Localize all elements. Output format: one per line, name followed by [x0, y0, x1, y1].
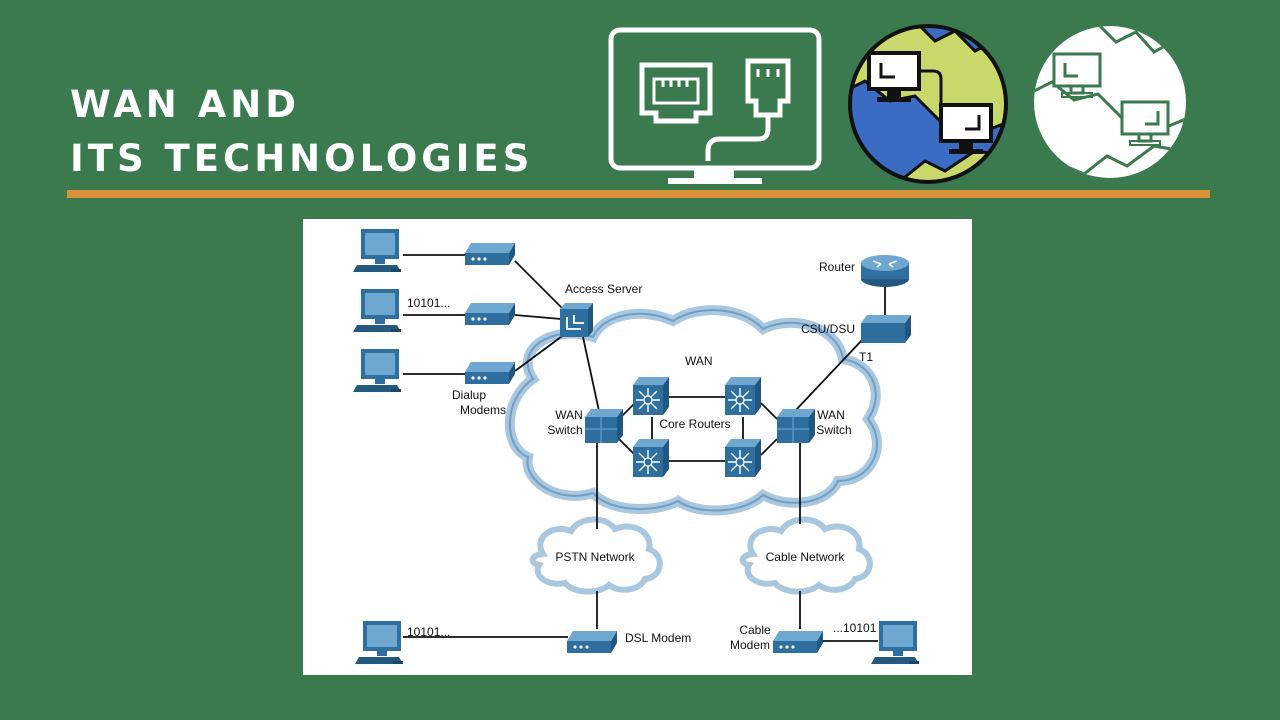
label-wan-switch-right-1: WAN — [817, 408, 845, 422]
label-cable-modem-1: Cable — [739, 623, 771, 637]
label-dialup-line1: Dialup — [452, 388, 486, 402]
dsl-modem-icon — [567, 631, 617, 653]
pc-top-icon — [353, 229, 401, 272]
label-t1: T1 — [859, 350, 873, 364]
cable-cloud — [739, 516, 873, 595]
pc-middle-icon — [353, 289, 401, 332]
pstn-cloud — [529, 516, 663, 595]
label-access-server: Access Server — [565, 282, 642, 296]
core-router-4-icon — [724, 438, 762, 478]
label-wan-switch-right-2: Switch — [816, 423, 851, 437]
network-links — [403, 254, 886, 642]
world-network-color-icon — [845, 21, 1011, 192]
access-server-icon — [560, 303, 593, 337]
title-underline — [67, 190, 1210, 198]
wan-switch-left-icon — [584, 408, 624, 444]
dialup-modem-3-icon — [465, 362, 515, 384]
title-line-2: ITS TECHNOLOGIES — [70, 137, 534, 180]
dialup-modem-2-icon — [465, 303, 515, 325]
pc-dsl-icon — [355, 621, 403, 664]
wan-switch-right-icon — [776, 408, 816, 444]
title-line-1: WAN AND — [70, 83, 300, 126]
core-router-3-icon — [632, 438, 670, 478]
label-cable-modem-2: Modem — [730, 638, 770, 652]
label-csu-dsu: CSU/DSU — [801, 322, 855, 336]
label-bits-bottom-right: ...10101 — [833, 621, 877, 635]
world-network-white-icon — [1032, 24, 1188, 185]
label-core-routers: Core Routers — [659, 417, 730, 431]
label-dialup-line2: Modems — [460, 403, 506, 417]
label-pstn-network: PSTN Network — [555, 550, 635, 564]
csu-dsu-icon — [861, 315, 911, 343]
label-router: Router — [819, 260, 855, 274]
label-dsl-modem: DSL Modem — [625, 631, 691, 645]
dialup-modem-1-icon — [465, 243, 515, 265]
label-wan: WAN — [685, 354, 713, 368]
slide-title: WAN AND ITS TECHNOLOGIES — [70, 78, 533, 186]
ethernet-monitor-icon — [608, 27, 824, 192]
router-icon — [861, 255, 909, 287]
core-router-2-icon — [724, 376, 762, 416]
label-bits-top: 10101... — [407, 296, 450, 310]
core-router-1-icon — [632, 376, 670, 416]
pc-lower-icon — [353, 349, 401, 392]
label-wan-switch-left-1: WAN — [555, 408, 583, 422]
label-cable-network: Cable Network — [766, 550, 846, 564]
label-wan-switch-left-2: Switch — [547, 423, 582, 437]
label-bits-bottom-left: 10101... — [407, 625, 450, 639]
cable-modem-icon — [773, 631, 823, 653]
wan-diagram: Access Server 10101... Dialup Modems Rou… — [303, 219, 972, 675]
pc-cable-icon — [871, 621, 919, 664]
